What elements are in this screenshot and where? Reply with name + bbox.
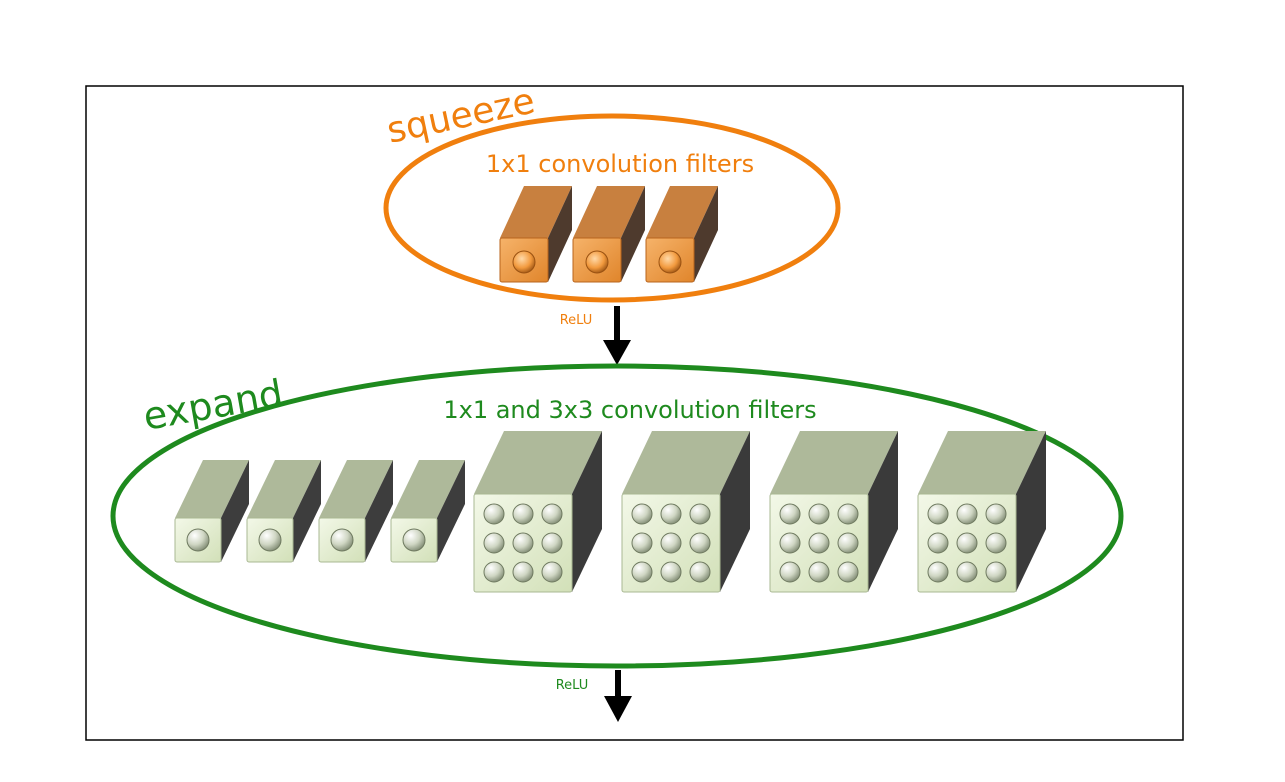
filter-weight-knob bbox=[956, 561, 978, 583]
squeeze-to-expand-arrow bbox=[603, 306, 631, 365]
filter-weight-knob bbox=[779, 532, 801, 554]
expand-caption: 1x1 and 3x3 convolution filters bbox=[443, 396, 816, 424]
block-side-face bbox=[365, 460, 393, 562]
filter-weight-knob bbox=[808, 532, 830, 554]
filter-weight-knob bbox=[660, 503, 682, 525]
squeeze-caption: 1x1 convolution filters bbox=[486, 150, 754, 178]
expand-filters bbox=[174, 431, 1046, 593]
block-top-face bbox=[474, 431, 602, 494]
block-side-face bbox=[1016, 431, 1046, 592]
filter-weight-knob bbox=[402, 528, 426, 552]
filter-weight-knob bbox=[541, 561, 563, 583]
filter-weight-knob bbox=[483, 561, 505, 583]
squeeze-filter-block bbox=[645, 186, 718, 283]
expand-1x1-filter-block bbox=[174, 460, 249, 563]
filter-weight-knob bbox=[512, 532, 534, 554]
expand-3x3-filter-block bbox=[917, 431, 1046, 593]
block-side-face bbox=[572, 431, 602, 592]
filter-weight-knob bbox=[258, 528, 282, 552]
block-top-face bbox=[622, 431, 750, 494]
block-side-face bbox=[720, 431, 750, 592]
block-side-face bbox=[621, 186, 645, 282]
filter-weight-knob bbox=[689, 532, 711, 554]
filter-weight-knob bbox=[330, 528, 354, 552]
block-top-face bbox=[247, 460, 321, 518]
expand-1x1-filter-block bbox=[390, 460, 465, 563]
filter-weight-knob bbox=[956, 532, 978, 554]
filter-weight-knob bbox=[512, 503, 534, 525]
filter-weight-knob bbox=[927, 561, 949, 583]
block-top-face bbox=[319, 460, 393, 518]
filter-weight-knob bbox=[689, 561, 711, 583]
block-side-face bbox=[694, 186, 718, 282]
filter-weight-knob bbox=[660, 532, 682, 554]
expand-3x3-filter-block bbox=[621, 431, 750, 593]
squeeze-activation-label: ReLU bbox=[560, 313, 593, 328]
filter-weight-knob bbox=[808, 503, 830, 525]
filter-weight-knob bbox=[658, 250, 682, 274]
squeeze-filter-block bbox=[499, 186, 572, 283]
filter-weight-knob bbox=[779, 561, 801, 583]
filter-weight-knob bbox=[631, 532, 653, 554]
block-side-face bbox=[293, 460, 321, 562]
filter-weight-knob bbox=[985, 561, 1007, 583]
block-top-face bbox=[391, 460, 465, 518]
filter-weight-knob bbox=[837, 532, 859, 554]
squeeze-filter-block bbox=[572, 186, 645, 283]
filter-weight-knob bbox=[837, 503, 859, 525]
filter-weight-knob bbox=[985, 503, 1007, 525]
expand-activation-label: ReLU bbox=[556, 678, 589, 693]
block-top-face bbox=[918, 431, 1046, 494]
filter-weight-knob bbox=[689, 503, 711, 525]
block-side-face bbox=[868, 431, 898, 592]
filter-weight-knob bbox=[927, 532, 949, 554]
block-side-face bbox=[437, 460, 465, 562]
filter-weight-knob bbox=[186, 528, 210, 552]
filter-weight-knob bbox=[837, 561, 859, 583]
block-side-face bbox=[221, 460, 249, 562]
filter-weight-knob bbox=[585, 250, 609, 274]
squeeze-module: squeeze 1x1 convolution filters bbox=[383, 81, 841, 303]
filter-weight-knob bbox=[660, 561, 682, 583]
block-side-face bbox=[548, 186, 572, 282]
filter-weight-knob bbox=[631, 561, 653, 583]
expand-3x3-filter-block bbox=[769, 431, 898, 593]
block-top-face bbox=[770, 431, 898, 494]
filter-weight-knob bbox=[779, 503, 801, 525]
expand-module: expand 1x1 and 3x3 convolution filters bbox=[110, 363, 1124, 669]
expand-output-arrow bbox=[604, 670, 632, 722]
filter-weight-knob bbox=[927, 503, 949, 525]
expand-ellipse bbox=[110, 363, 1124, 669]
filter-weight-knob bbox=[541, 532, 563, 554]
filter-weight-knob bbox=[808, 561, 830, 583]
squeeze-ellipse bbox=[383, 113, 841, 303]
filter-weight-knob bbox=[956, 503, 978, 525]
filter-weight-knob bbox=[631, 503, 653, 525]
squeeze-filters bbox=[499, 186, 718, 283]
filter-weight-knob bbox=[985, 532, 1007, 554]
filter-weight-knob bbox=[512, 250, 536, 274]
filter-weight-knob bbox=[483, 503, 505, 525]
expand-3x3-filter-block bbox=[473, 431, 602, 593]
diagram-frame bbox=[85, 85, 1184, 741]
expand-1x1-filter-block bbox=[246, 460, 321, 563]
filter-weight-knob bbox=[512, 561, 534, 583]
block-top-face bbox=[175, 460, 249, 518]
filter-weight-knob bbox=[541, 503, 563, 525]
filter-weight-knob bbox=[483, 532, 505, 554]
expand-1x1-filter-block bbox=[318, 460, 393, 563]
